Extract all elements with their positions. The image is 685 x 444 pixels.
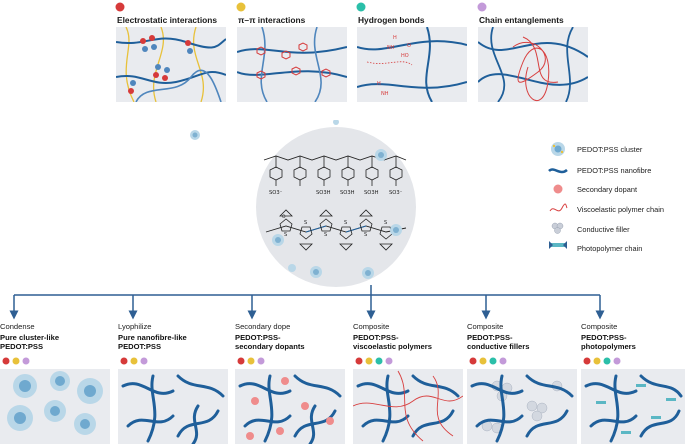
branch-title-line1: PEDOT:PSS-	[581, 333, 627, 342]
branch-title-line1: Pure cluster-like	[0, 333, 60, 342]
hbond-label-o: O	[407, 43, 411, 49]
legend-icons	[548, 142, 568, 249]
branch-title-line1: PEDOT:PSS-	[235, 333, 281, 342]
filler-icon	[551, 222, 564, 234]
branch-panel-dopants	[235, 357, 345, 444]
hbond-label-ho: HO	[401, 53, 409, 59]
sulfur-label-5: S	[344, 220, 347, 226]
top-dots	[115, 2, 487, 12]
sulfur-label-3: S	[364, 232, 367, 238]
chain-entanglement-label: Chain entanglements	[479, 15, 564, 25]
photopolymer-icon	[549, 241, 567, 249]
legend-label-dopant: Secondary dopant	[577, 185, 637, 194]
sulfur-label-1: S	[284, 232, 287, 238]
electrostatic-panel	[116, 27, 226, 102]
branch-title-line2: viscoelastic polymers	[353, 342, 432, 352]
svg-text:NH: NH	[381, 91, 389, 97]
branch-title-line2: conductive fillers	[467, 342, 530, 352]
legend-label-viscoelastic: Viscoelastic polymer chain	[577, 205, 664, 214]
branch-panel-photopolymers	[581, 357, 685, 444]
hydrogen-bond-dot	[356, 2, 366, 12]
viscoelastic-chain-icon	[549, 203, 568, 212]
branch-panel-viscoelastic	[353, 357, 463, 444]
branch-title-fillers: PEDOT:PSS- conductive fillers	[467, 333, 529, 352]
branch-panel-cluster	[0, 357, 110, 444]
cluster-icon	[551, 142, 565, 156]
pi-pi-label: π–π interactions	[238, 15, 306, 25]
electrostatic-dot	[115, 2, 125, 12]
branch-verb-secondary-dope: Secondary dope	[235, 322, 291, 331]
branch-panel-fillers	[467, 357, 577, 444]
branch-arrows	[9, 285, 605, 320]
sulfur-label-2: S	[324, 232, 327, 238]
branch-title-line1: Pure nanofibre-like	[118, 333, 187, 342]
circle-clusters	[272, 149, 402, 279]
nanofibre-icon	[548, 168, 568, 174]
branch-title-line1: PEDOT:PSS-	[353, 333, 399, 342]
branch-title-line1: PEDOT:PSS-	[467, 333, 513, 342]
branch-title-photopolymers: PEDOT:PSS- photopolymers	[581, 333, 636, 352]
branch-title-line2: PEDOT:PSS	[118, 342, 162, 352]
sulfonate-label-5: SO3⁻	[389, 190, 403, 196]
hydrogen-bond-label: Hydrogen bonds	[358, 15, 425, 25]
legend-label-filler: Conductive filler	[577, 225, 630, 234]
hbond-label-h: H	[393, 35, 397, 41]
branch-title-dopants: PEDOT:PSS- secondary dopants	[235, 333, 305, 352]
pi-pi-panel	[237, 27, 347, 102]
hbond-label-nh: NH	[387, 45, 395, 51]
branch-verb-composite-photo: Composite	[581, 322, 618, 331]
legend-label-cluster: PEDOT:PSS cluster	[577, 145, 643, 154]
branch-title-cluster: Pure cluster-like PEDOT:PSS	[0, 333, 59, 352]
legend-label-nanofibre: PEDOT:PSS nanofibre	[577, 166, 652, 175]
oxygen-label: O	[282, 214, 286, 220]
sulfonic-label-4: SO3H	[364, 190, 379, 196]
sulfonic-label-2: SO3H	[316, 190, 331, 196]
hydrogen-bond-panel: H NH O HO H NH	[357, 27, 467, 102]
electrostatic-label: Electrostatic interactions	[117, 15, 218, 25]
floating-cluster-icon	[190, 130, 200, 140]
sulfur-label-6: S	[384, 220, 387, 226]
chain-entanglement-dot	[477, 2, 487, 12]
branch-title-viscoelastic: PEDOT:PSS- viscoelastic polymers	[353, 333, 432, 352]
legend-label-photopolymer: Photopolymer chain	[577, 244, 643, 253]
dopant-icon	[553, 184, 563, 194]
branch-verb-composite-filler: Composite	[467, 322, 504, 331]
branch-panel-nanofibre	[118, 357, 228, 444]
structure-background	[256, 127, 416, 287]
svg-text:H: H	[377, 81, 381, 87]
sulfonic-label-3: SO3H	[340, 190, 355, 196]
branch-title-nanofibre: Pure nanofibre-like PEDOT:PSS	[118, 333, 187, 352]
sulfonate-label-1: SO3⁻	[269, 190, 283, 196]
branch-verb-composite-visco: Composite	[353, 322, 390, 331]
sulfur-label-4: S	[304, 220, 307, 226]
branch-verb-condense: Condense	[0, 322, 35, 331]
entanglement-panel	[478, 27, 588, 102]
branch-verb-lyophilize: Lyophilize	[118, 322, 152, 331]
pi-pi-dot	[236, 2, 246, 12]
pedot-pss-structure: SO3⁻ SO3H SO3H SO3H SO3⁻ S S S S S S O	[256, 120, 416, 287]
branch-title-line2: secondary dopants	[235, 342, 305, 352]
branch-title-line2: PEDOT:PSS	[0, 342, 44, 352]
branch-title-line2: photopolymers	[581, 342, 636, 352]
